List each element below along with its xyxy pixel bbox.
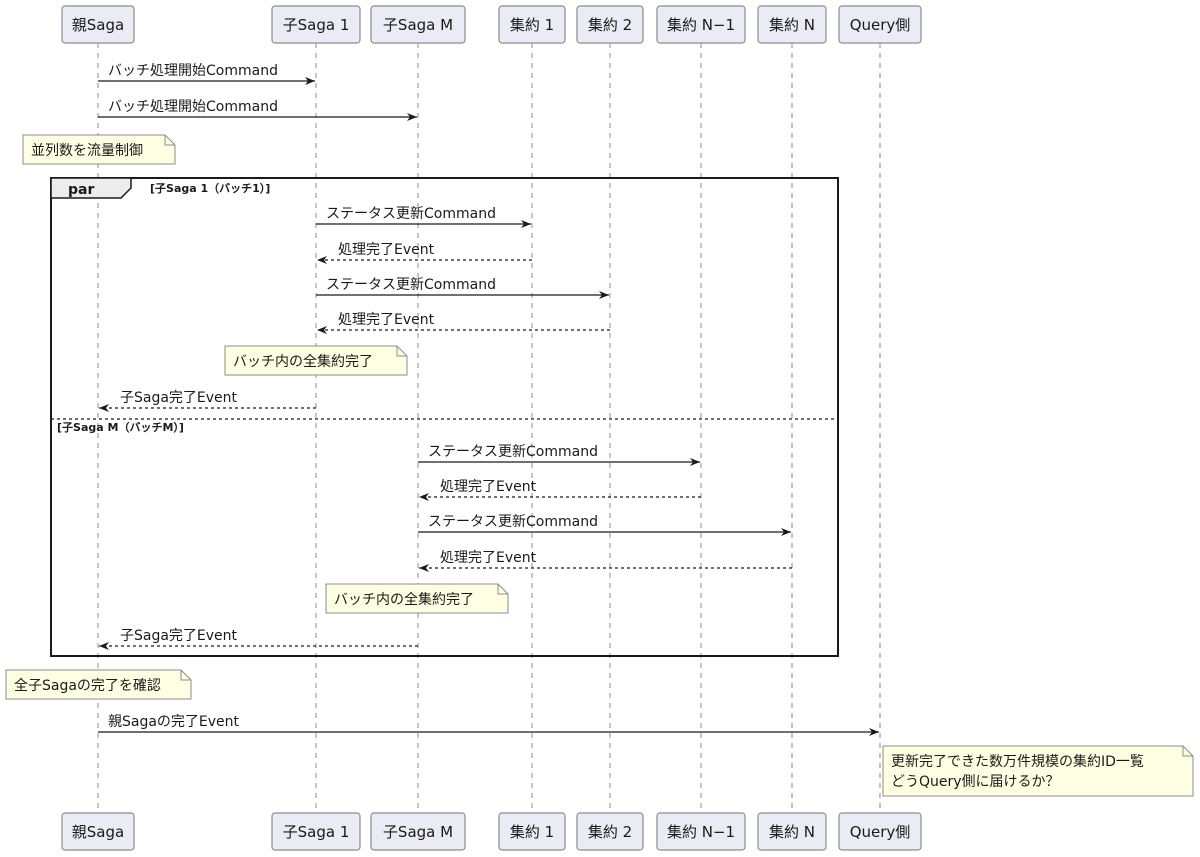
- message-arrow: ステータス更新Command: [316, 277, 609, 299]
- participant-parent-bottom: 親Saga: [61, 812, 135, 851]
- message-label: ステータス更新Command: [428, 514, 598, 530]
- participant-label: Query側: [850, 823, 911, 841]
- participant-label: 親Saga: [72, 823, 124, 841]
- participant-agg2-top: 集約 2: [576, 5, 644, 44]
- participant-label: 子Saga M: [383, 16, 453, 34]
- participant-aggN1-bottom: 集約 N−1: [656, 812, 746, 851]
- participant-label: 子Saga 1: [283, 16, 350, 34]
- par-keyword: par: [68, 182, 94, 198]
- participant-agg2-bottom: 集約 2: [576, 812, 644, 851]
- participant-label: 集約 1: [510, 823, 554, 841]
- message-label: 子Saga完了Event: [120, 390, 238, 406]
- participant-child1-bottom: 子Saga 1: [271, 812, 361, 851]
- lifelines: [97, 43, 881, 813]
- participant-label: 集約 1: [510, 16, 554, 34]
- message-arrow: バッチ処理開始Command: [98, 63, 315, 85]
- participant-child1-top: 子Saga 1: [271, 5, 361, 44]
- participant-label: 集約 N−1: [667, 823, 735, 841]
- par-guard-2: [子Saga M（バッチM）]: [57, 421, 184, 434]
- message-label: ステータス更新Command: [326, 277, 496, 293]
- message-label: バッチ処理開始Command: [108, 99, 278, 115]
- note-text: バッチ内の全集約完了: [233, 353, 373, 370]
- participant-label: 子Saga M: [383, 823, 453, 841]
- message-label: 処理完了Event: [338, 242, 435, 258]
- participant-childM-bottom: 子Saga M: [370, 812, 466, 851]
- message-label: 処理完了Event: [440, 550, 537, 566]
- participant-agg1-top: 集約 1: [498, 5, 566, 44]
- participant-aggN-top: 集約 N: [757, 5, 827, 44]
- participants-top: 親Saga 子Saga 1 子Saga M 集約 1 集約 2 集約 N−1 集約 N Que…: [61, 5, 922, 44]
- participant-childM-top: 子Saga M: [370, 5, 466, 44]
- message-arrow: ステータス更新Command: [316, 206, 531, 228]
- participant-label: 子Saga 1: [283, 823, 350, 841]
- note-text: 全子Sagaの完了を確認: [14, 677, 161, 694]
- note: バッチ内の全集約完了: [224, 345, 408, 376]
- notes: 並列数を流量制御バッチ内の全集約完了バッチ内の全集約完了全子Sagaの完了を確認…: [5, 134, 1194, 797]
- note: バッチ内の全集約完了: [325, 583, 509, 614]
- participant-aggN1-top: 集約 N−1: [656, 5, 746, 44]
- par-fragment: par [子Saga 1（バッチ1）] [子Saga M（バッチM）]: [50, 177, 839, 657]
- message-label: 処理完了Event: [338, 312, 435, 328]
- message-arrow: ステータス更新Command: [418, 444, 700, 466]
- participants-bottom: 親Saga 子Saga 1 子Saga M 集約 1 集約 2 集約 N−1 集約 N Que…: [61, 812, 922, 851]
- participant-label: 集約 N−1: [667, 16, 735, 34]
- participant-label: 集約 2: [588, 823, 632, 841]
- participant-label: 親Saga: [72, 16, 124, 34]
- participant-query-top: Query側: [838, 5, 922, 44]
- message-arrow: 処理完了Event: [317, 312, 610, 334]
- note-text: バッチ内の全集約完了: [334, 591, 474, 608]
- message-arrow: バッチ処理開始Command: [98, 99, 417, 121]
- message-label: ステータス更新Command: [326, 206, 496, 222]
- note-text: 更新完了できた数万件規模の集約ID一覧: [891, 753, 1144, 770]
- message-label: 子Saga完了Event: [120, 628, 238, 644]
- messages: バッチ処理開始Command バッチ処理開始Command ステータス更新Comma…: [98, 63, 879, 736]
- message-label: 処理完了Event: [440, 479, 537, 495]
- participant-label: 集約 N: [769, 823, 815, 841]
- participant-label: 集約 2: [588, 16, 632, 34]
- note: 並列数を流量制御: [22, 134, 176, 165]
- note-text: 並列数を流量制御: [31, 143, 143, 159]
- message-label: ステータス更新Command: [428, 444, 598, 460]
- participant-parent-top: 親Saga: [61, 5, 135, 44]
- message-label: バッチ処理開始Command: [108, 63, 278, 79]
- message-label: 親Sagaの完了Event: [108, 714, 240, 730]
- message-arrow: 処理完了Event: [317, 242, 532, 264]
- message-arrow: 処理完了Event: [419, 479, 701, 501]
- note-text: どうQuery側に届けるか？: [891, 774, 1060, 790]
- participant-agg1-bottom: 集約 1: [498, 812, 566, 851]
- message-arrow: 親Sagaの完了Event: [98, 714, 879, 736]
- message-arrow: 子Saga完了Event: [99, 628, 418, 650]
- participant-label: Query側: [850, 16, 911, 34]
- participant-query-bottom: Query側: [838, 812, 922, 851]
- message-arrow: 処理完了Event: [419, 550, 792, 572]
- note: 全子Sagaの完了を確認: [5, 669, 192, 700]
- participant-aggN-bottom: 集約 N: [757, 812, 827, 851]
- participant-label: 集約 N: [769, 16, 815, 34]
- message-arrow: ステータス更新Command: [418, 514, 791, 536]
- message-arrow: 子Saga完了Event: [99, 390, 316, 412]
- par-guard-1: [子Saga 1（バッチ1）]: [150, 182, 270, 195]
